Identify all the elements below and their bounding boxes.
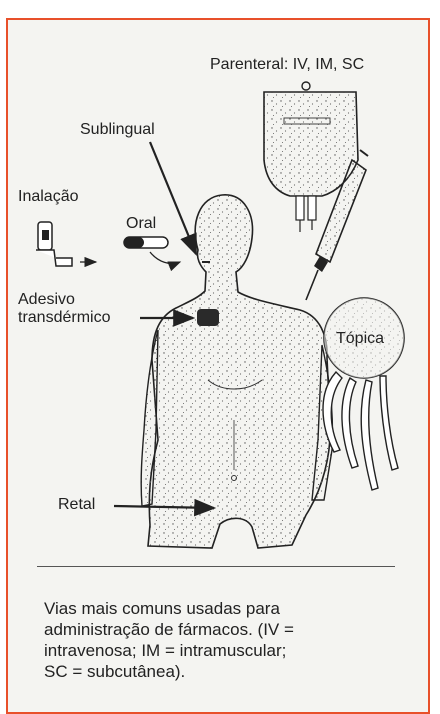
caption-line-2: administração de fármacos. (IV = <box>44 619 400 640</box>
human-body <box>141 195 332 548</box>
label-parenteral: Parenteral: IV, IM, SC <box>210 56 364 74</box>
topical-arrows <box>323 372 398 490</box>
label-inalacao: Inalação <box>18 188 79 206</box>
label-retal: Retal <box>58 496 95 514</box>
capsule-icon <box>124 237 180 264</box>
inhaler-icon <box>36 222 96 266</box>
figure-caption: Vias mais comuns usadas para administraç… <box>44 598 400 682</box>
caption-divider <box>37 566 395 567</box>
caption-line-1: Vias mais comuns usadas para <box>44 598 400 619</box>
label-adesivo: Adesivo <box>18 291 75 309</box>
label-transdermico: transdérmico <box>18 309 110 327</box>
label-topica: Tópica <box>336 330 384 348</box>
caption-line-3: intravenosa; IM = intramuscular; <box>44 640 400 661</box>
caption-line-4: SC = subcutânea). <box>44 661 400 682</box>
label-sublingual: Sublingual <box>80 121 155 139</box>
transdermal-patch <box>197 309 219 326</box>
label-oral: Oral <box>126 215 156 233</box>
